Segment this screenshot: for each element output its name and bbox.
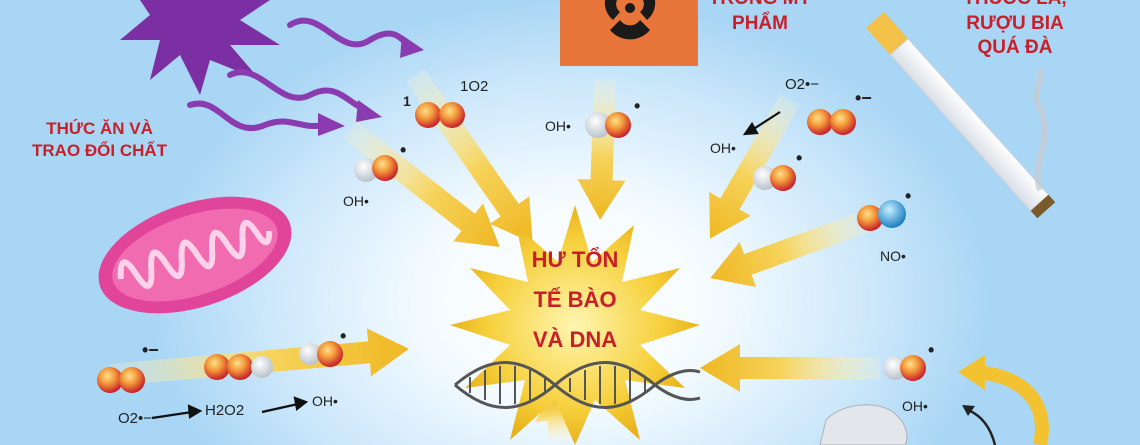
reaction-arrows [151,111,781,420]
uv-radiation [120,0,424,136]
damage-starburst [450,205,700,445]
hydrogen-peroxide-label: H2O2 [205,402,245,419]
cigarette [866,11,1056,219]
smoke [1033,68,1048,191]
pollution-cloud [819,404,908,445]
hydroxyl-label-bottom-right: OH• [902,398,928,414]
radical-dot: • [400,140,407,160]
molecules [97,102,926,393]
dna-helix [454,361,701,409]
curved-arrow [974,365,1049,445]
radiation-hazard-sign [560,0,698,66]
hydroxyl-label-bottom: OH• [312,393,338,409]
cell-dna-damage-title: HƯ TỔN TẾ BÀO VÀ DNA [531,247,619,352]
nitric-oxide-label: NO• [880,248,906,264]
radical-minus: •− [855,88,872,108]
hydroxyl-label-top: OH• [545,118,571,134]
tobacco-alcohol-label: THUỐC LÁ, RƯỢU BIA QUÁ ĐÀ [963,0,1066,59]
food-metabolism-label: THỨC ĂN VÀ TRAO ĐỔI CHẤT [32,119,168,161]
radical-minus: •− [142,340,159,360]
superoxide-label-bottom: O2•− [118,410,153,427]
superoxide-label-top: O2•− [785,76,820,93]
radical-dot: • [928,340,935,360]
singlet-oxygen-label: 1O2 [460,78,489,95]
mitochondria [98,196,292,314]
hydroxyl-label-right: OH• [710,140,736,156]
radical-dot: • [905,186,912,206]
radical-dot: • [340,326,347,346]
singlet-prefix: 1 [403,93,411,109]
radical-dot: • [796,148,803,168]
hydroxyl-label-left: OH• [343,193,369,209]
radical-dot: • [634,96,641,116]
cosmetics-label: TRONG MỸ PHẨM [709,0,811,34]
